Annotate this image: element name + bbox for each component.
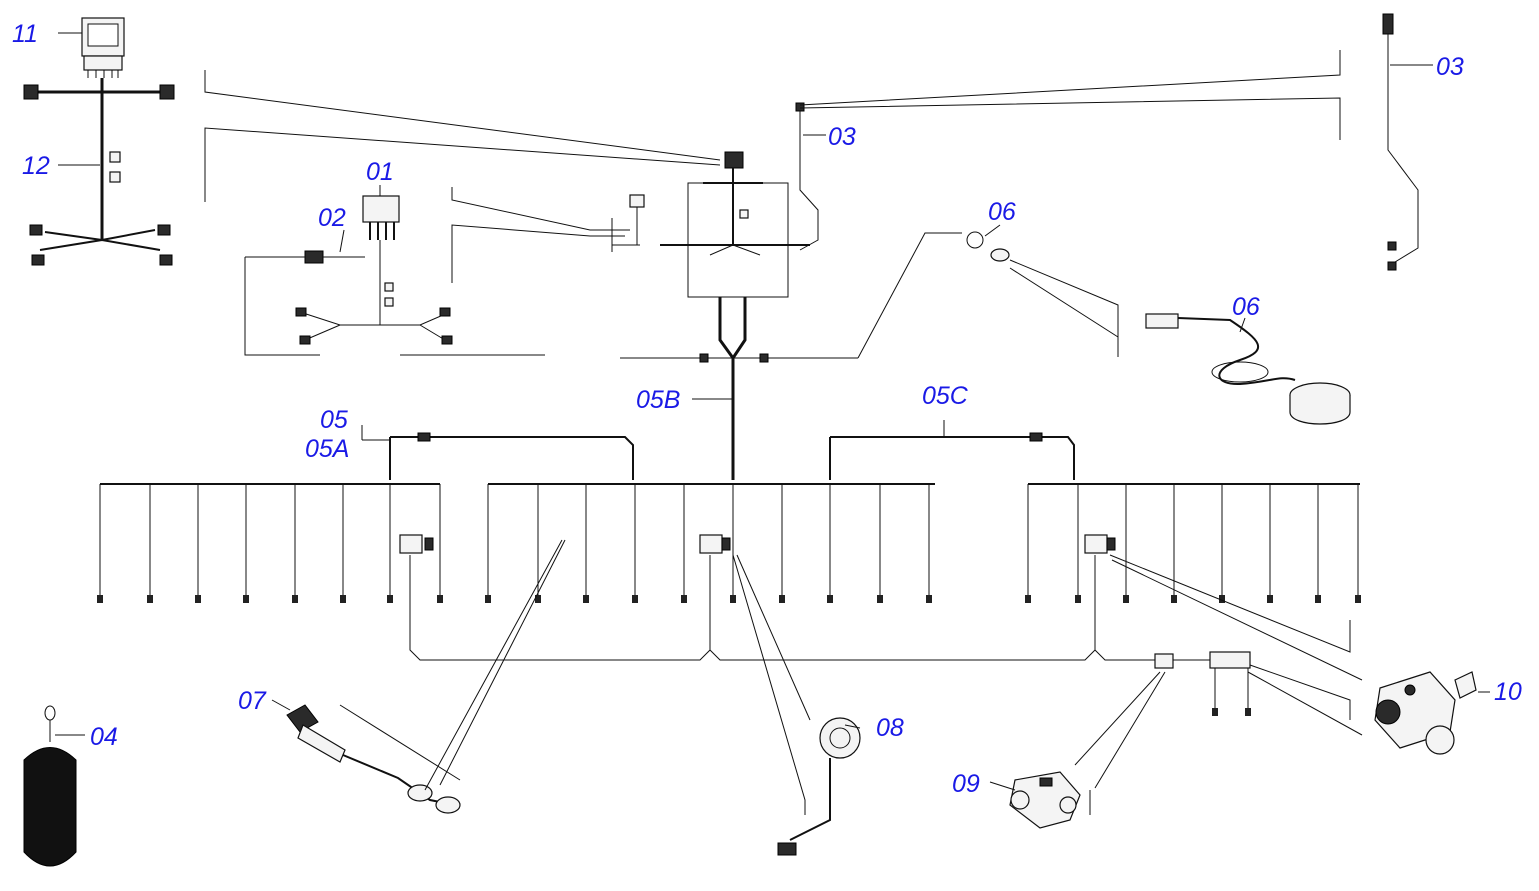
callout-01[interactable]: 01 [366,158,394,186]
valve-block-09[interactable] [1009,771,1081,829]
callout-05[interactable]: 05 [320,406,348,434]
main-harness-12[interactable] [23,78,175,266]
pump-unit-10[interactable] [1109,554,1477,755]
control-module-01[interactable] [362,195,400,325]
callout-04[interactable]: 04 [90,723,118,751]
callout-05C[interactable]: 05C [922,382,969,410]
callout-06-large[interactable]: 06 [1232,293,1260,321]
callout-02[interactable]: 02 [318,204,346,232]
sensor-cable-03b[interactable] [1382,13,1419,271]
pressure-sensor-07[interactable] [286,704,461,814]
brush-04[interactable] [23,705,77,867]
callout-08[interactable]: 08 [876,714,904,742]
callout-05B[interactable]: 05B [636,386,680,414]
callout-07[interactable]: 07 [238,687,267,715]
boom-harness-05[interactable] [97,432,1361,716]
callout-11[interactable]: 11 [12,20,38,48]
antenna-large-06[interactable] [1145,313,1351,425]
callout-09[interactable]: 09 [952,770,980,798]
callout-06-small[interactable]: 06 [988,198,1016,226]
callout-10[interactable]: 10 [1494,678,1522,706]
central-junction[interactable] [611,151,858,480]
connector-02[interactable] [304,250,365,264]
sensor-cable-03a[interactable] [795,102,819,251]
callout-12[interactable]: 12 [22,152,50,180]
cab-controller-11[interactable] [81,17,125,78]
callout-03-left[interactable]: 03 [828,123,856,151]
callout-05A[interactable]: 05A [305,435,349,463]
flow-meter-08[interactable] [777,717,861,856]
antenna-small-06[interactable] [857,231,1010,359]
callout-03-right[interactable]: 03 [1436,53,1464,81]
